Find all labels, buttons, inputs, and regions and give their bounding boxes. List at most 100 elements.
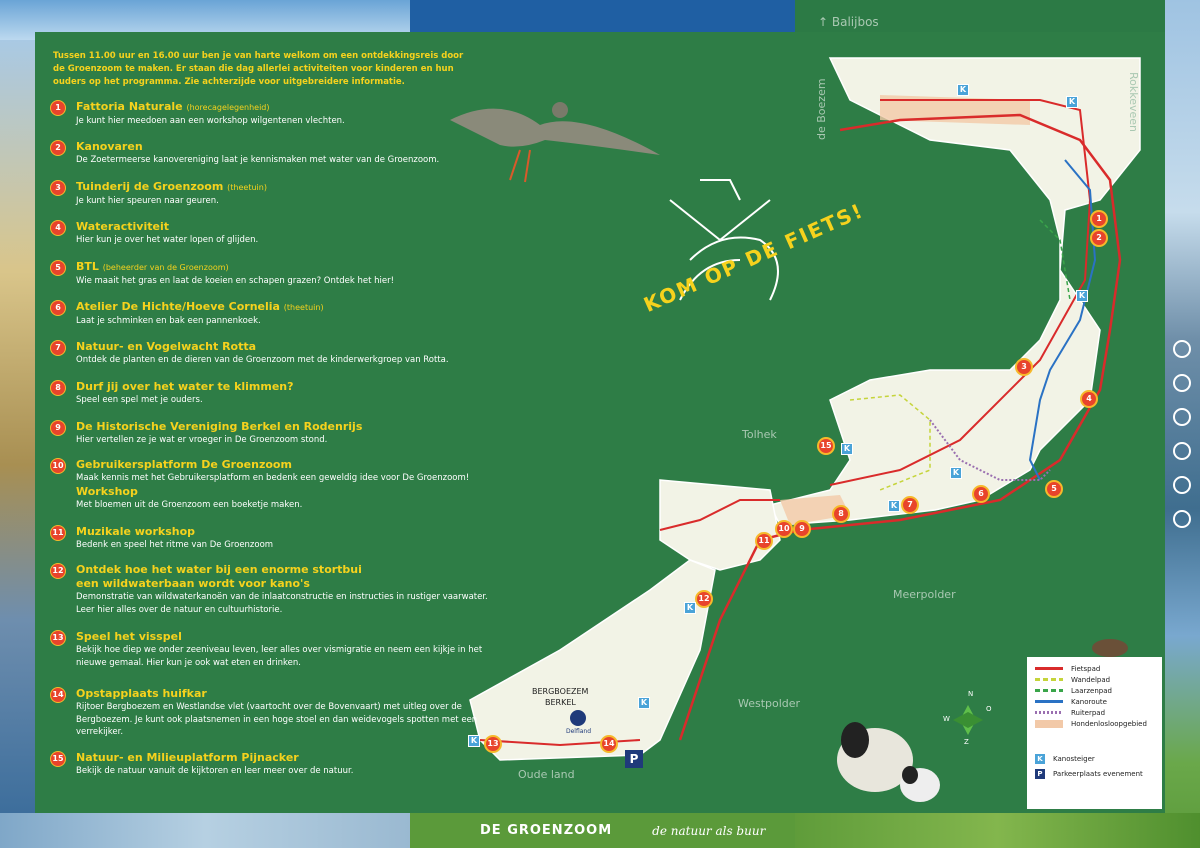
activity-number: 4 xyxy=(50,220,66,236)
bird-icon xyxy=(1173,374,1191,392)
canoe-jetty-marker[interactable]: K xyxy=(888,500,900,512)
label-oudeland: Oude land xyxy=(518,768,575,781)
footer-tagline: de natuur als buur xyxy=(652,823,766,838)
compass-o: O xyxy=(986,705,992,713)
bike-icon xyxy=(1173,476,1191,494)
activity-description: Bekijk hoe diep we onder zeeniveau leven… xyxy=(76,645,483,668)
canoe-route xyxy=(1028,159,1097,481)
canoe-jetty-marker[interactable]: K xyxy=(1066,96,1078,108)
canoe-icon xyxy=(1173,340,1191,358)
reed-photo-strip xyxy=(0,40,35,813)
label-meerpolder: Meerpolder xyxy=(893,588,956,601)
activity-title: Durf jij over het water te klimmen? xyxy=(76,380,294,393)
activity-description: Bedenk en speel het ritme van De Groenzo… xyxy=(76,540,274,550)
label-tolhek: Tolhek xyxy=(742,428,777,441)
activity-title: Tuinderij de Groenzoom (theetuin) xyxy=(76,180,267,193)
label-westpolder: Westpolder xyxy=(738,697,801,710)
activity-number: 11 xyxy=(50,525,66,541)
legend-row-parking: P Parkeerplaats evenement xyxy=(1035,768,1154,779)
horse-route xyxy=(929,419,1051,481)
activity-note: (theetuin) xyxy=(283,303,324,312)
legend-row: Wandelpad xyxy=(1035,674,1154,685)
activity-item: 1 Fattoria Naturale (horecagelegenheid) Je… xyxy=(50,100,490,128)
activity-icon-strip xyxy=(1168,340,1196,528)
activity-description: Je kunt hier meedoen aan een workshop wi… xyxy=(76,116,345,126)
canoe-jetty-marker[interactable]: K xyxy=(684,602,696,614)
legend-label: Parkeerplaats evenement xyxy=(1053,769,1143,778)
label-bergboezem: BERGBOEZEM xyxy=(532,687,589,696)
parking-icon: P xyxy=(1035,768,1045,779)
activity-subtitle: Workshop xyxy=(76,484,138,498)
map-marker-6[interactable]: 6 xyxy=(972,485,990,503)
map-area-bergboezem xyxy=(469,559,716,761)
activity-title: Muzikale workshop xyxy=(76,525,196,538)
activity-description: Bekijk de natuur vanuit de kijktoren en … xyxy=(76,766,354,776)
map-marker-10[interactable]: 10 xyxy=(775,520,793,538)
activity-description: Maak kennis met het Gebruikersplatform e… xyxy=(76,473,470,483)
canoe-jetty-marker[interactable]: K xyxy=(957,84,969,96)
canoe-jetty-marker[interactable]: K xyxy=(468,735,480,747)
map-marker-13[interactable]: 13 xyxy=(484,735,502,753)
canoe-jetty-marker[interactable]: K xyxy=(1076,290,1088,302)
activity-title: Speel het visspel xyxy=(76,630,182,643)
activity-note: (horecagelegenheid) xyxy=(186,103,270,112)
activity-number: 14 xyxy=(50,687,66,703)
parking-marker[interactable]: P xyxy=(625,750,643,768)
map-marker-12[interactable]: 12 xyxy=(695,590,713,608)
activity-title: Natuur- en Vogelwacht Rotta xyxy=(76,340,257,353)
activity-number: 15 xyxy=(50,751,66,767)
map-marker-9[interactable]: 9 xyxy=(793,520,811,538)
water-photo-strip xyxy=(0,813,410,848)
canoe-jetty-marker[interactable]: K xyxy=(950,467,962,479)
activity-description: Rijtoer Bergboezem en Westlandse vlet (v… xyxy=(76,702,478,737)
activity-item: 11 Muzikale workshop Bedenk en speel het … xyxy=(50,525,490,552)
blue-banner xyxy=(410,0,795,32)
activity-title: Fattoria Naturale (horecagelegenheid) xyxy=(76,100,270,113)
legend-label: Wandelpad xyxy=(1071,675,1111,684)
legend-row: Kanoroute xyxy=(1035,696,1154,707)
label-berkel: BERKEL xyxy=(545,698,576,707)
activity-title-line2: een wildwaterbaan wordt voor kano's xyxy=(76,577,310,590)
map-marker-14[interactable]: 14 xyxy=(600,735,618,753)
legend-row: Hondenlosloopgebied xyxy=(1035,718,1154,729)
canoe-jetty-icon: K xyxy=(1035,753,1045,764)
bike-route-3 xyxy=(659,499,780,531)
food-icon xyxy=(1173,510,1191,528)
map-marker-15[interactable]: 15 xyxy=(817,437,835,455)
legend-label: Kanosteiger xyxy=(1053,754,1095,763)
map-marker-1[interactable]: 1 xyxy=(1090,210,1108,228)
map-area-west xyxy=(659,479,781,571)
label-rokkeveen: Rokkeveen xyxy=(1127,72,1140,133)
legend-swatch xyxy=(1035,667,1063,670)
legend-swatch xyxy=(1035,719,1063,728)
activity-number: 1 xyxy=(50,100,66,116)
activity-description: Je kunt hier speuren naar geuren. xyxy=(76,196,219,206)
canoe-jetty-marker[interactable]: K xyxy=(638,697,650,709)
activity-number: 9 xyxy=(50,420,66,436)
canoe-jetty-marker[interactable]: K xyxy=(841,443,853,455)
sheep-image xyxy=(837,722,940,802)
label-boezem: de Boezem xyxy=(815,78,828,140)
map-marker-4[interactable]: 4 xyxy=(1080,390,1098,408)
activity-title: BTL (beheerder van de Groenzoom) xyxy=(76,260,229,273)
activity-title: Gebruikersplatform De Groenzoom xyxy=(76,458,292,471)
footer-bar: DE GROENZOOM de natuur als buur xyxy=(410,813,795,848)
map-marker-3[interactable]: 3 xyxy=(1015,358,1033,376)
walk-icon xyxy=(1173,408,1191,426)
activity-number: 6 xyxy=(50,300,66,316)
activity-description: Hier kun je over het water lopen of glij… xyxy=(76,235,259,245)
activity-note: (beheerder van de Groenzoom) xyxy=(102,263,229,272)
map-marker-8[interactable]: 8 xyxy=(832,505,850,523)
compass-n: N xyxy=(968,690,974,698)
activity-note: (theetuin) xyxy=(227,183,267,192)
map-marker-7[interactable]: 7 xyxy=(901,496,919,514)
activity-number: 3 xyxy=(50,180,66,196)
map-marker-2[interactable]: 2 xyxy=(1090,229,1108,247)
map-marker-5[interactable]: 5 xyxy=(1045,480,1063,498)
map-marker-11[interactable]: 11 xyxy=(755,532,773,550)
